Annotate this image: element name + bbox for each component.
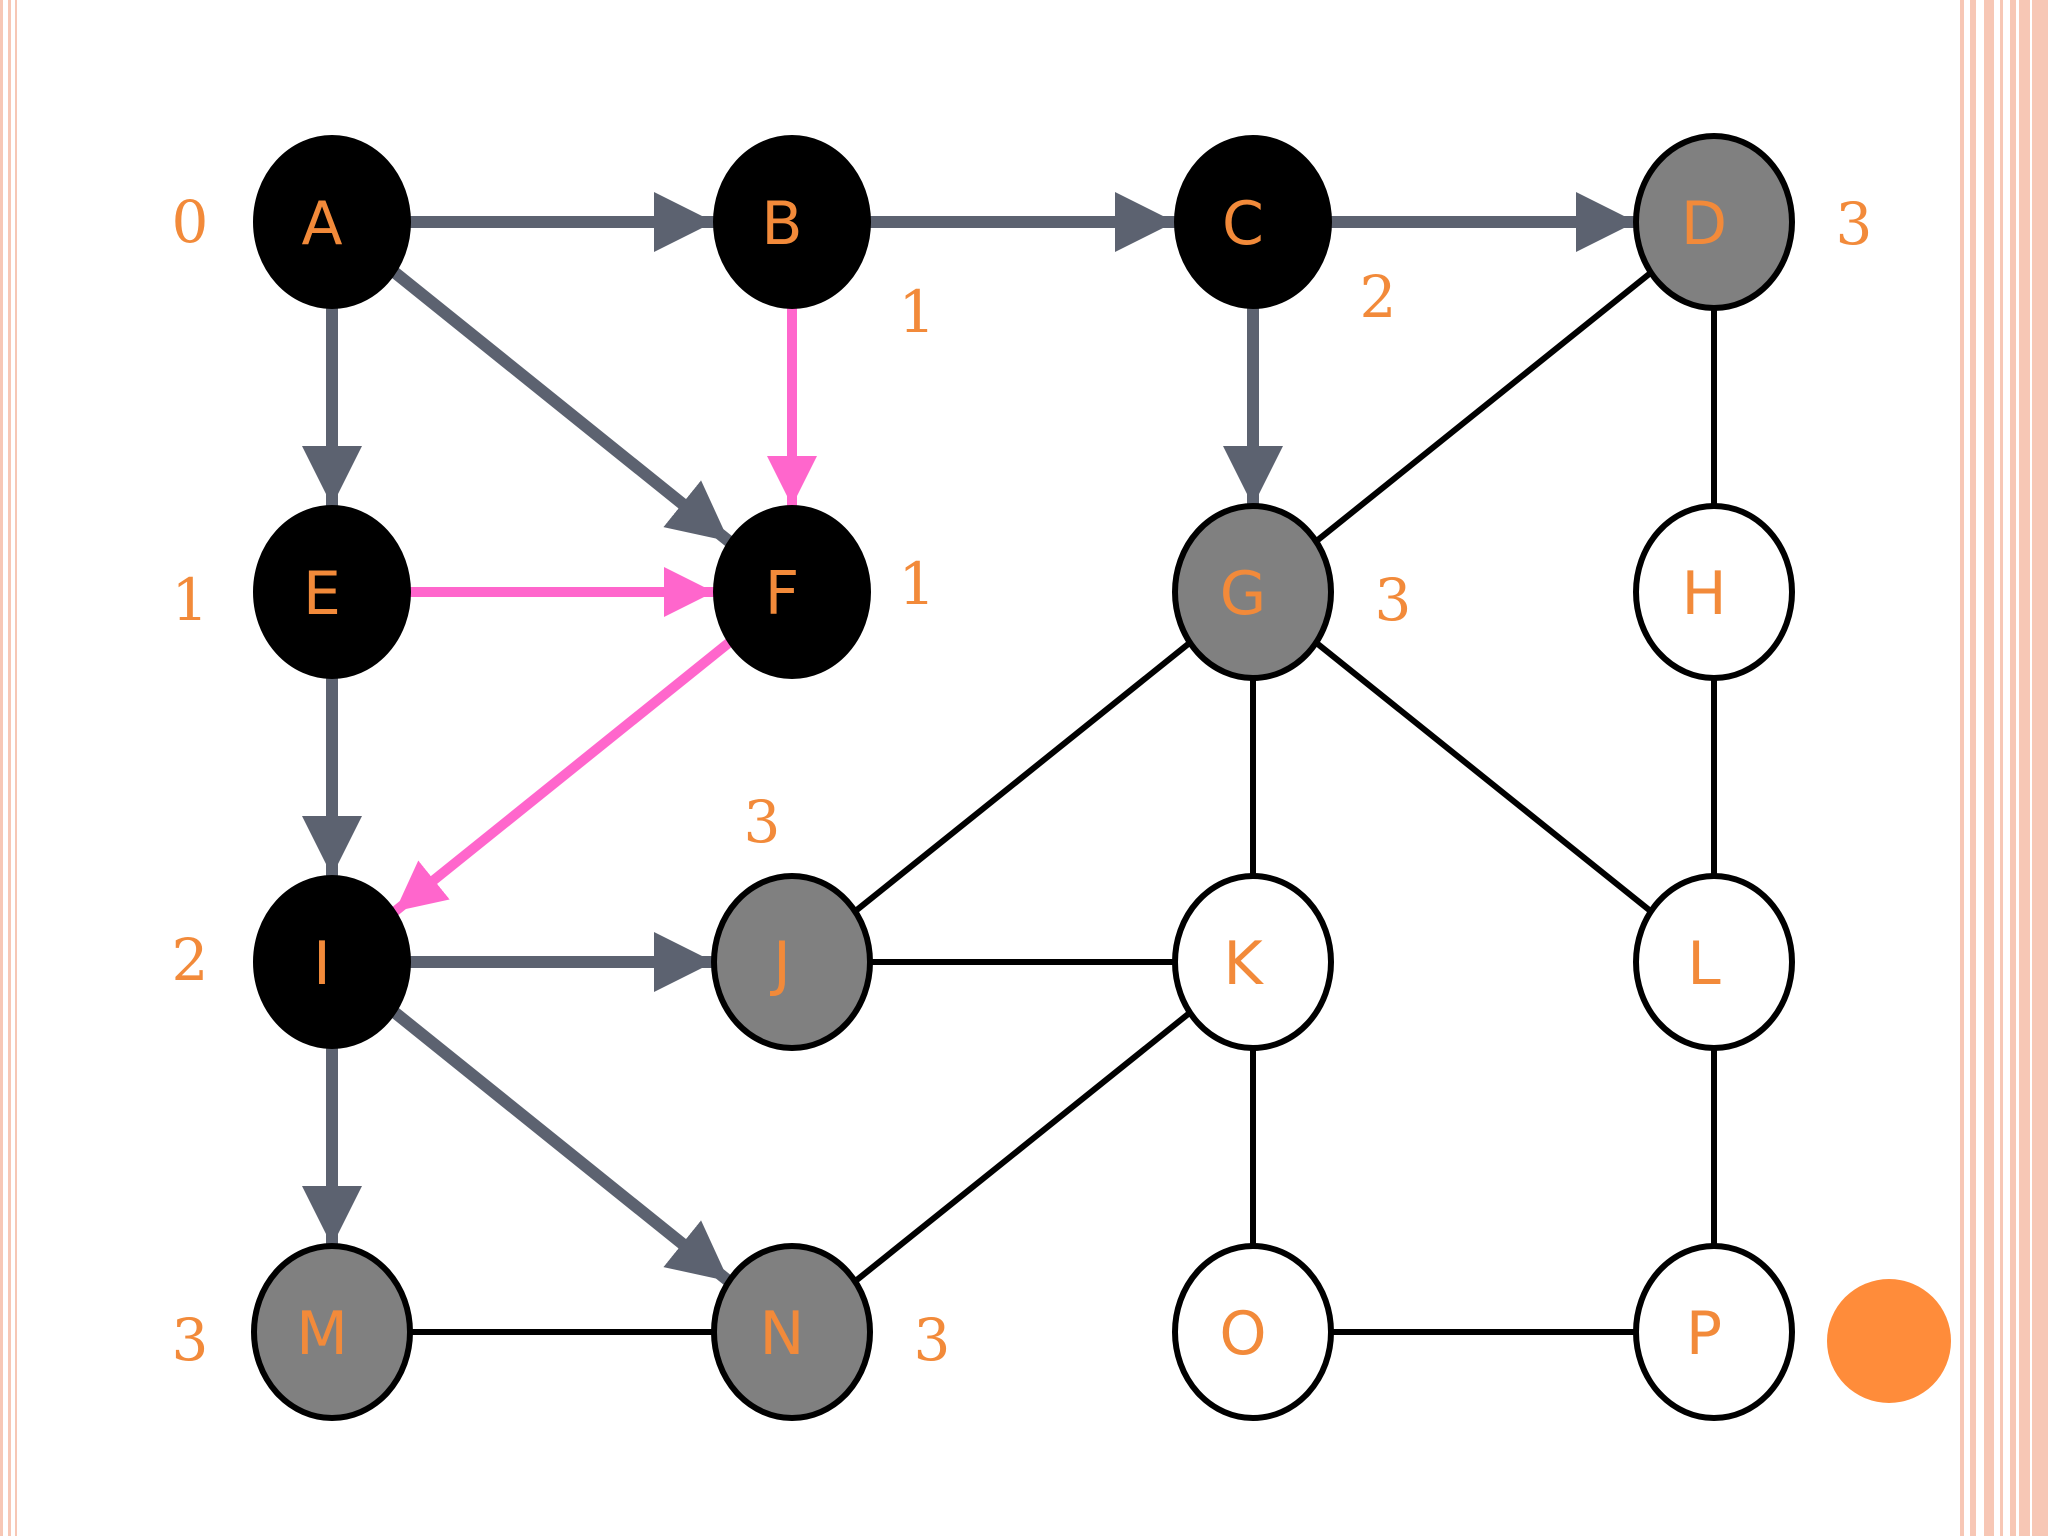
distance-labels-layer: 0 1 2 3 1 1 3 2 3 3 3: [172, 188, 1873, 1374]
node-k-shape: [1172, 873, 1334, 1051]
node-e: E: [253, 505, 411, 679]
edge-i-n: [391, 1008, 733, 1286]
left-border-stripes: [0, 0, 17, 1536]
node-m: M: [251, 1243, 413, 1421]
node-j-shape: [711, 873, 873, 1051]
distance-label-j: 3: [744, 788, 781, 856]
node-o: O: [1172, 1243, 1334, 1421]
node-h-shape: [1633, 503, 1795, 681]
edges-layer: [302, 192, 1717, 1335]
distance-label-e: 1: [172, 566, 209, 634]
edge-g-j: [853, 640, 1192, 914]
node-j: J: [711, 873, 873, 1051]
node-a: A: [253, 135, 411, 309]
node-h-label: H: [1681, 559, 1726, 629]
node-d: D: [1633, 133, 1795, 311]
node-i-label: I: [313, 929, 331, 999]
node-a-shape: [253, 135, 411, 309]
node-n: N: [711, 1243, 873, 1421]
node-m-shape: [251, 1243, 413, 1421]
node-g: G: [1172, 503, 1334, 681]
node-o-shape: [1172, 1243, 1334, 1421]
node-m-label: M: [296, 1299, 348, 1369]
distance-label-b: 1: [899, 278, 936, 346]
edge-d-g: [1314, 270, 1653, 544]
node-p-label: P: [1686, 1299, 1722, 1369]
distance-label-a: 0: [172, 188, 209, 256]
distance-label-g: 3: [1375, 566, 1412, 634]
node-c: C: [1174, 135, 1332, 309]
node-c-label: C: [1222, 189, 1264, 259]
node-p-shape: [1633, 1243, 1795, 1421]
node-g-label: G: [1220, 559, 1267, 629]
node-l-shape: [1633, 873, 1795, 1051]
node-e-shape: [253, 505, 411, 679]
node-f-shape: [713, 505, 871, 679]
node-f: F: [713, 505, 871, 679]
distance-label-i: 2: [172, 926, 209, 994]
node-k-label: K: [1223, 929, 1264, 999]
node-l-label: L: [1687, 929, 1721, 999]
node-d-label: D: [1681, 189, 1727, 259]
slide-progress-marker: [1827, 1279, 1951, 1403]
node-b-shape: [713, 135, 871, 309]
node-f-label: F: [765, 559, 800, 629]
node-o-label: O: [1219, 1299, 1266, 1369]
nodes-layer: A B C D E F G H I J K L M N O P: [251, 133, 1795, 1421]
node-i-shape: [253, 875, 411, 1049]
edge-a-f: [391, 268, 733, 546]
node-n-label: N: [760, 1299, 805, 1369]
right-border-stripes: [1960, 0, 2048, 1536]
node-b: B: [713, 135, 871, 309]
node-n-shape: [711, 1243, 873, 1421]
node-a-label: A: [301, 189, 342, 259]
distance-label-m: 3: [172, 1306, 209, 1374]
node-e-label: E: [303, 559, 341, 629]
node-h: H: [1633, 503, 1795, 681]
edge-k-n: [853, 1010, 1192, 1284]
node-c-shape: [1174, 135, 1332, 309]
node-l: L: [1633, 873, 1795, 1051]
edge-g-l: [1314, 640, 1653, 914]
edge-f-i: [391, 638, 733, 916]
distance-label-c: 2: [1360, 263, 1397, 331]
node-i: I: [253, 875, 411, 1049]
node-k: K: [1172, 873, 1334, 1051]
node-d-shape: [1633, 133, 1795, 311]
distance-label-f: 1: [899, 550, 936, 618]
distance-label-n: 3: [914, 1306, 951, 1374]
node-j-label: J: [769, 929, 791, 999]
node-b-label: B: [761, 189, 802, 259]
node-p: P: [1633, 1243, 1795, 1421]
distance-label-d: 3: [1836, 190, 1873, 258]
node-g-shape: [1172, 503, 1334, 681]
